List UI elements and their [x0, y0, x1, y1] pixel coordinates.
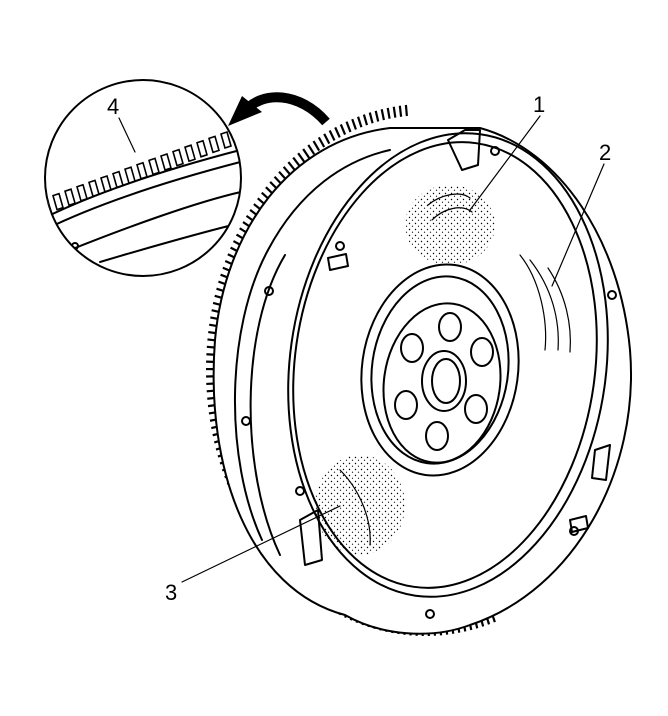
- gear-tooth: [382, 109, 384, 120]
- gear-tooth: [364, 115, 367, 126]
- gear-tooth: [376, 111, 378, 122]
- gear-tooth: [347, 122, 351, 132]
- gear-tooth: [298, 153, 304, 162]
- gear-tooth: [303, 149, 309, 158]
- wear-area-3: [315, 455, 405, 555]
- wear-area-1: [405, 185, 495, 265]
- gear-tooth: [352, 119, 356, 129]
- gear-tooth: [308, 145, 314, 154]
- gear-tooth: [314, 141, 320, 150]
- callout-1: 1: [533, 92, 545, 117]
- gear-tooth: [330, 131, 335, 141]
- gear-tooth: [358, 117, 361, 127]
- magnified-inset: [40, 80, 260, 276]
- flywheel-body: [214, 112, 637, 633]
- callout-3: 3: [165, 580, 177, 605]
- gear-tooth: [319, 137, 324, 147]
- gear-tooth: [335, 127, 340, 137]
- curved-arrow: [228, 96, 326, 126]
- inset-gear-tooth: [245, 123, 255, 139]
- callout-4: 4: [107, 94, 119, 119]
- callout-2: 2: [599, 140, 611, 165]
- gear-tooth: [293, 158, 300, 167]
- gear-tooth: [388, 108, 390, 119]
- gear-tooth: [400, 106, 401, 117]
- gear-tooth: [341, 124, 345, 134]
- gear-tooth: [370, 113, 373, 124]
- gear-tooth: [406, 105, 407, 116]
- gear-tooth: [324, 134, 329, 144]
- gear-tooth: [394, 107, 396, 118]
